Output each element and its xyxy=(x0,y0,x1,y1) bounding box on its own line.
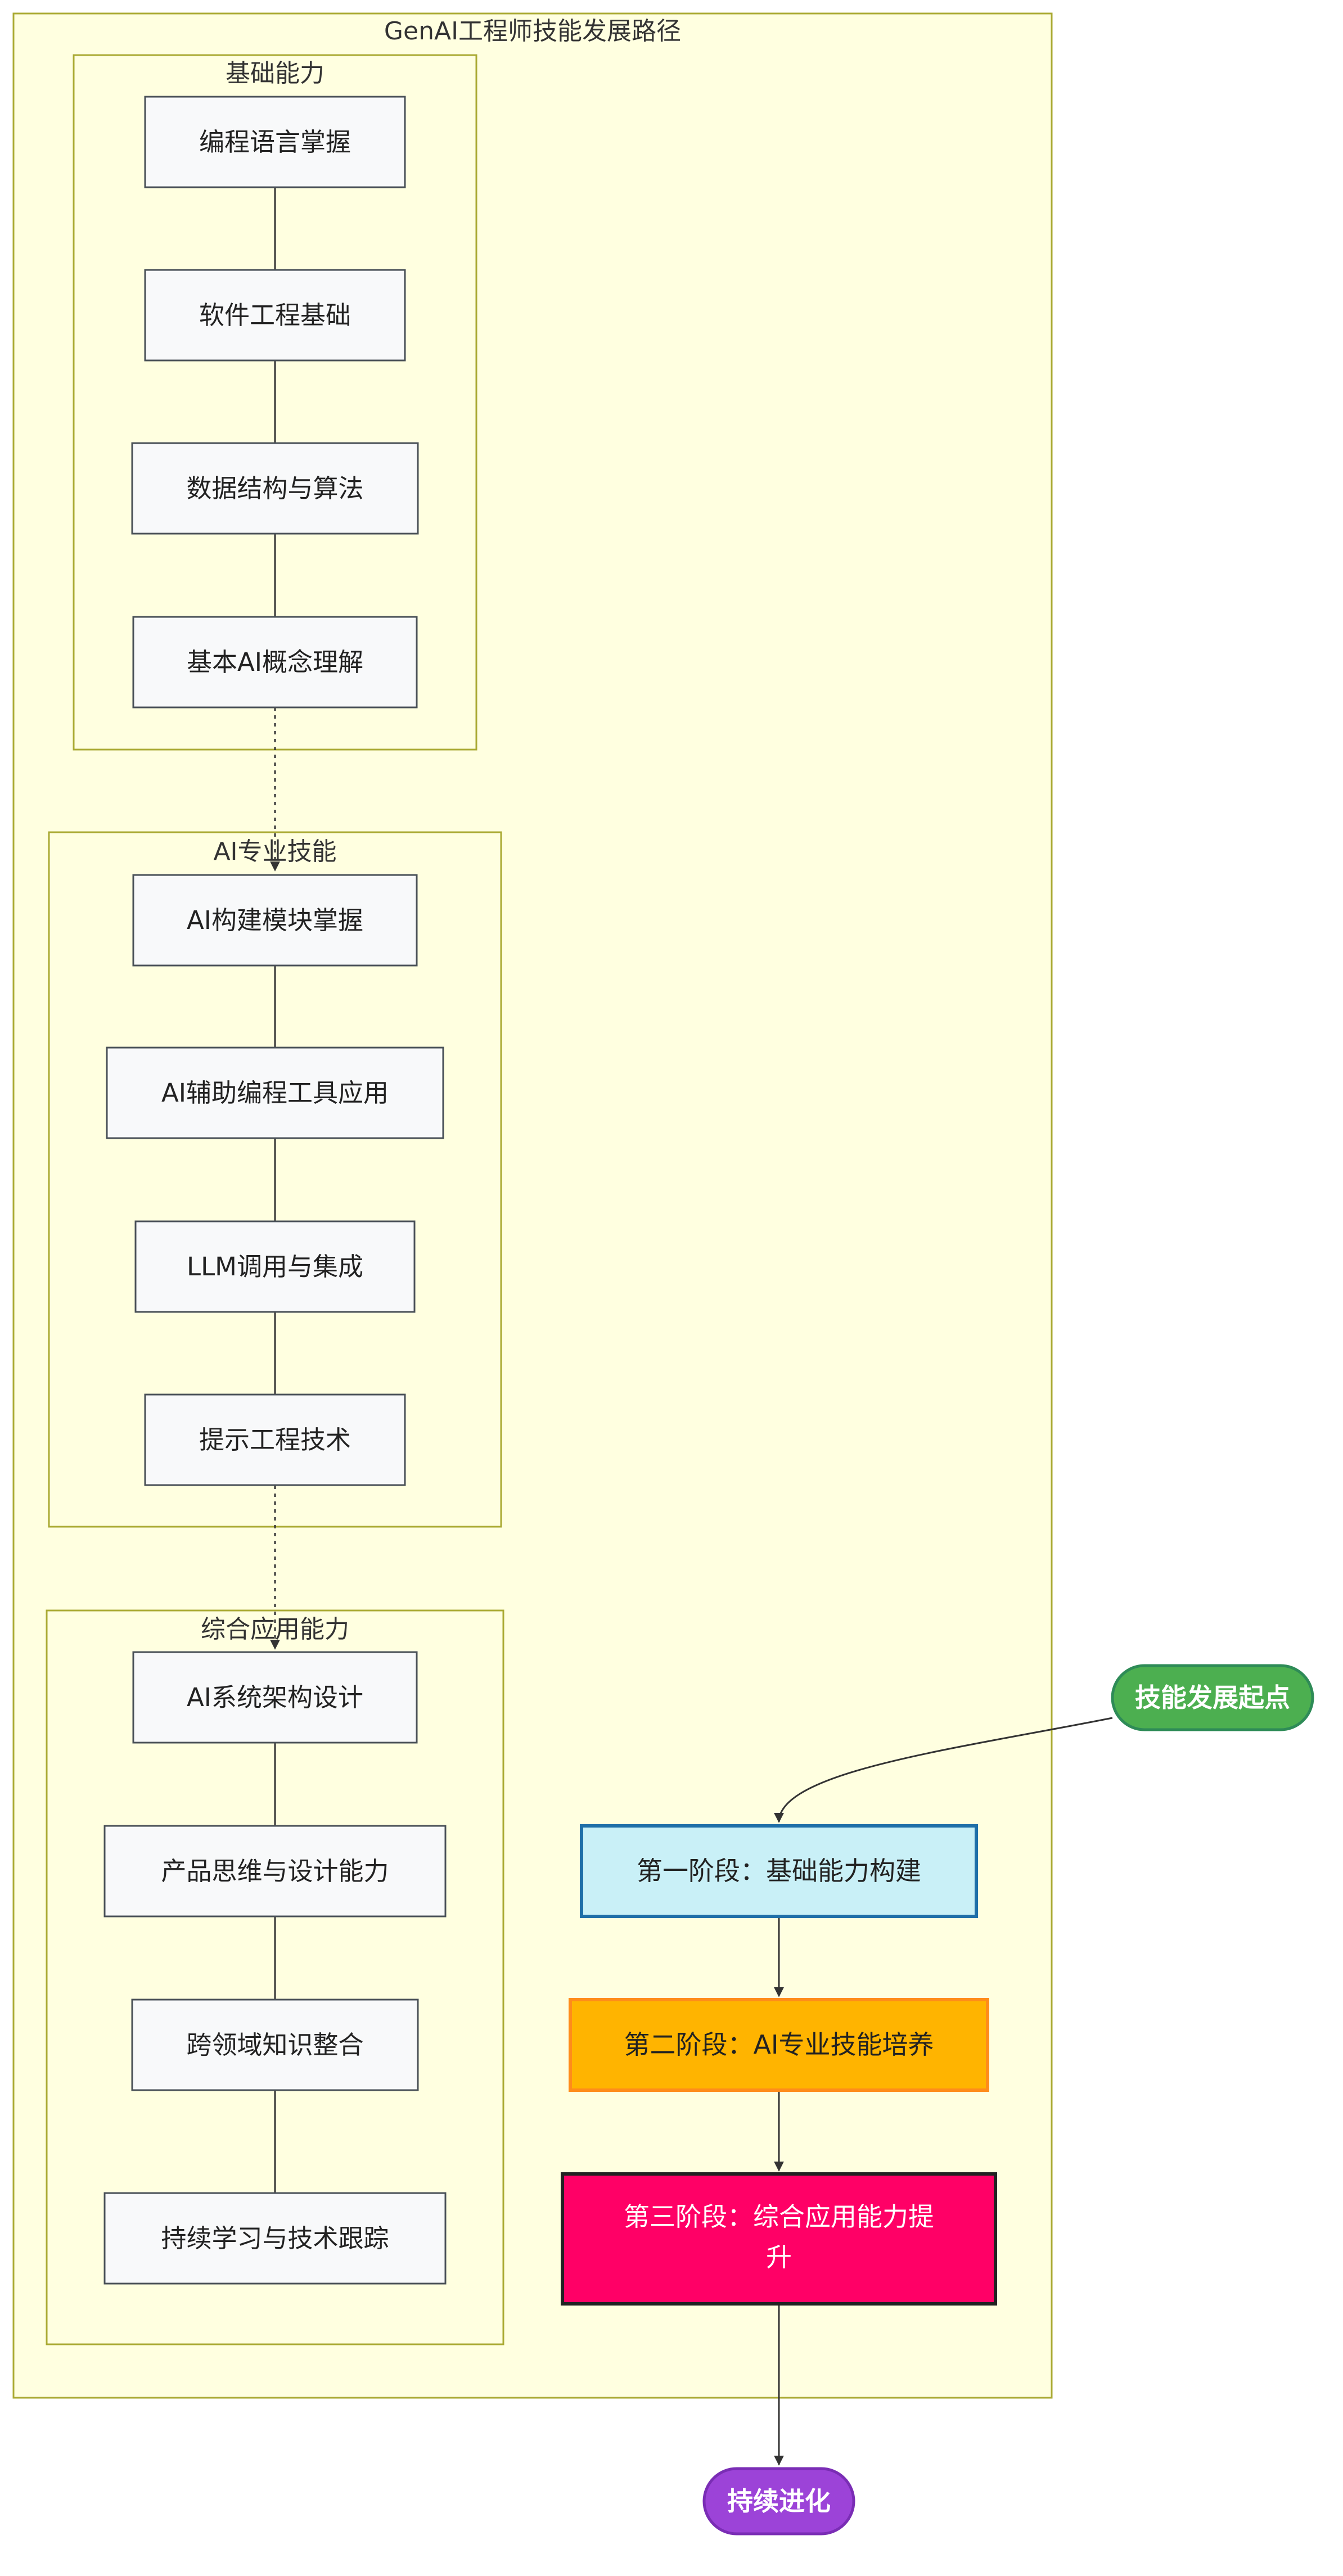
node-label: 跨领域知识整合 xyxy=(186,2030,363,2060)
node-label: 持续学习与技术跟踪 xyxy=(161,2223,389,2253)
node-data-structures[interactable]: 数据结构与算法 xyxy=(131,442,419,535)
stage-flow-edges xyxy=(774,1717,1113,2466)
stage-2-node[interactable]: 第二阶段：AI专业技能培养 xyxy=(569,1998,989,2092)
node-product-thinking[interactable]: 产品思维与设计能力 xyxy=(103,1825,447,1918)
stage-1-node[interactable]: 第一阶段：基础能力构建 xyxy=(580,1824,978,1918)
edge-start-to-stage1 xyxy=(774,1717,1113,1823)
node-label: 基本AI概念理解 xyxy=(187,647,363,677)
node-label: AI系统架构设计 xyxy=(187,1682,363,1712)
stage-3-label-line1: 第三阶段：综合应用能力提 xyxy=(624,2201,934,2232)
start-node-label: 技能发展起点 xyxy=(1135,1682,1290,1713)
node-programming-language[interactable]: 编程语言掌握 xyxy=(144,96,406,188)
node-ai-building-blocks[interactable]: AI构建模块掌握 xyxy=(132,874,418,967)
stage-1-label: 第一阶段：基础能力构建 xyxy=(637,1856,921,1886)
node-ai-coding-tools[interactable]: AI辅助编程工具应用 xyxy=(106,1046,444,1139)
node-software-engineering[interactable]: 软件工程基础 xyxy=(144,269,406,362)
node-label: LLM调用与集成 xyxy=(187,1252,363,1282)
node-label: 数据结构与算法 xyxy=(186,473,363,503)
node-basic-ai-concepts[interactable]: 基本AI概念理解 xyxy=(132,616,418,709)
node-label: 提示工程技术 xyxy=(199,1425,351,1455)
node-label: 软件工程基础 xyxy=(199,300,351,330)
node-continuous-learning[interactable]: 持续学习与技术跟踪 xyxy=(103,2192,447,2285)
node-llm-integration[interactable]: LLM调用与集成 xyxy=(134,1220,416,1313)
cluster-foundation-label: 基础能力 xyxy=(226,59,325,88)
node-prompt-engineering[interactable]: 提示工程技术 xyxy=(144,1393,406,1486)
stage-3-label-line2: 升 xyxy=(766,2242,792,2272)
node-label: AI辅助编程工具应用 xyxy=(161,1078,389,1108)
diagram-title: GenAI工程师技能发展路径 xyxy=(384,17,681,46)
end-node-label: 持续进化 xyxy=(727,2486,831,2516)
node-label: 产品思维与设计能力 xyxy=(161,1856,389,1886)
stage-2-label: 第二阶段：AI专业技能培养 xyxy=(624,2029,934,2060)
stage-3-node[interactable]: 第三阶段：综合应用能力提 升 xyxy=(561,2172,997,2306)
node-label: AI构建模块掌握 xyxy=(187,905,363,935)
start-node[interactable]: 技能发展起点 xyxy=(1111,1664,1314,1731)
node-cross-domain[interactable]: 跨领域知识整合 xyxy=(131,1998,419,2091)
node-label: 编程语言掌握 xyxy=(199,127,351,157)
node-ai-system-architecture[interactable]: AI系统架构设计 xyxy=(132,1651,418,1744)
end-node[interactable]: 持续进化 xyxy=(702,2467,855,2536)
